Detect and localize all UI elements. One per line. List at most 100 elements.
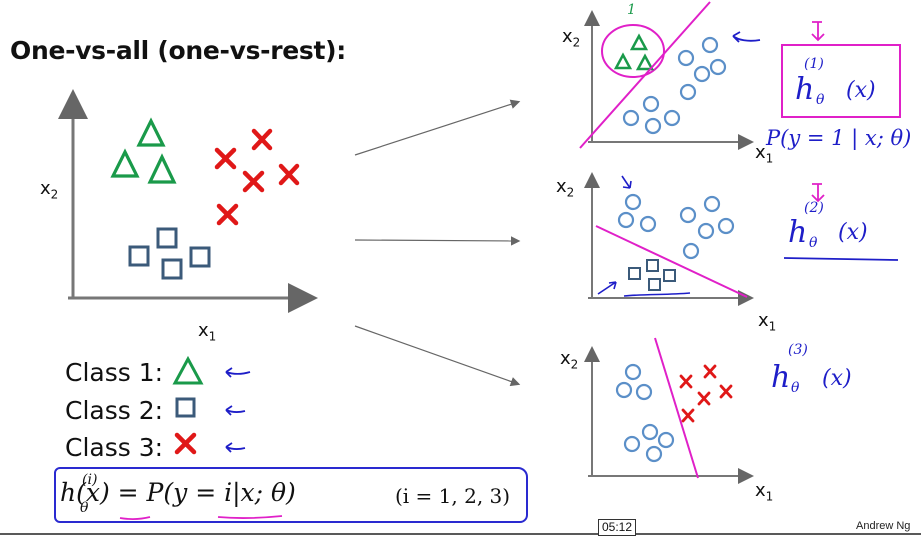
author-credit: Andrew Ng [856, 520, 911, 532]
panel1-hyp-arg: (x) [846, 78, 876, 103]
arrow-to-panel-2 [354, 236, 521, 246]
circle-point [697, 222, 715, 240]
video-timestamp: 05:12 [598, 519, 637, 536]
panel1-count-note: 1 [627, 2, 636, 18]
panel1-boundary [579, 1, 711, 149]
arrow-to-panel-3 [354, 325, 521, 387]
circle-point [641, 423, 659, 441]
main-y-label: x2 [40, 178, 59, 202]
panel3-hyp-h: h [771, 360, 791, 395]
formula-superscript: (i) [82, 472, 98, 488]
legend-class-3: Class 3: [65, 433, 164, 462]
pointer-arrow-icon [732, 31, 761, 43]
cross-point [703, 364, 717, 379]
formula-main: h(x) = P(y = i|x; θ) [60, 478, 296, 507]
panel1-hyp-sup: (1) [804, 56, 824, 72]
panel1-hyp-theta: θ [816, 92, 825, 108]
formula-underline [119, 516, 151, 520]
main-crosses [214, 128, 300, 226]
panel2-hyp-sup: (2) [804, 200, 824, 216]
panel-3 [584, 337, 754, 484]
square-point [648, 278, 661, 291]
square-point [189, 246, 211, 268]
square-point [128, 245, 150, 267]
circle-point [642, 95, 660, 113]
panel1-x-label: x1 [755, 142, 774, 166]
panel3-boundary [654, 337, 699, 479]
formula-subscript: θ [80, 500, 89, 516]
cross-point [278, 163, 300, 186]
circle-point [639, 215, 657, 233]
square-point [663, 269, 676, 282]
circle-point [679, 206, 697, 224]
triangle-point [110, 148, 140, 178]
panel1-prob-note: P(y = 1 | x; θ) [766, 126, 912, 150]
hypothesis-marker-icon [811, 21, 825, 42]
panel2-boundary [595, 225, 748, 298]
main-squares [128, 227, 211, 280]
hypothesis-marker-icon [811, 183, 825, 203]
circle-point [663, 109, 681, 127]
formula-underline [217, 515, 283, 519]
formula-indices: (i = 1, 2, 3) [395, 484, 511, 508]
cross-point [679, 374, 693, 389]
formula-box [54, 467, 528, 523]
panel1-y-label: x2 [562, 26, 581, 50]
panel1-class-circle [601, 24, 665, 78]
panel1-hypothesis-box [781, 44, 901, 118]
triangle-point [147, 153, 177, 184]
triangle-point [613, 52, 633, 70]
cross-point [242, 170, 265, 193]
circle-point [645, 445, 663, 463]
arrow-to-panel-1 [354, 99, 521, 156]
panel2-x-label: x1 [758, 310, 777, 334]
panel2-hyp-h: h [788, 215, 808, 250]
circle-point [615, 381, 633, 399]
cross-point [681, 408, 695, 423]
circle-point [622, 109, 640, 127]
slide-title: One-vs-all (one-vs-rest): [10, 36, 346, 65]
main-plot [58, 89, 318, 313]
legend-arrow-icon [225, 367, 251, 378]
panel-2 [584, 172, 899, 306]
square-point [156, 227, 178, 249]
square-point [161, 258, 183, 280]
cross-point [719, 384, 733, 399]
circle-point [624, 193, 642, 211]
panel2-hyp-arg: (x) [838, 220, 868, 245]
square-point [646, 259, 659, 272]
pointer-arrow-icon [621, 175, 632, 189]
circle-point [703, 195, 721, 213]
legend-symbols [172, 355, 251, 455]
main-triangles [110, 117, 177, 184]
underline-mark [623, 292, 691, 297]
panel3-hyp-arg: (x) [822, 366, 852, 391]
circle-point [624, 363, 642, 381]
connector-arrows [354, 99, 521, 387]
legend-class-2: Class 2: [65, 396, 164, 425]
panel-1 [579, 1, 901, 150]
circle-point [701, 36, 719, 54]
circle-point [679, 83, 697, 101]
circle-point [644, 117, 662, 135]
square-point [628, 267, 641, 280]
cross-point [216, 203, 239, 226]
legend-arrow-icon [225, 442, 246, 453]
pointer-arrow-icon [597, 281, 617, 295]
panel3-y-label: x2 [560, 348, 579, 372]
legend-cross-icon [174, 432, 197, 455]
panel3-x-label: x1 [755, 480, 774, 504]
circle-point [657, 431, 675, 449]
circle-point [717, 217, 735, 235]
panel3-hyp-sup: (3) [788, 342, 808, 358]
legend-arrow-icon [225, 405, 246, 416]
legend-square-icon [175, 397, 196, 418]
cross-point [214, 147, 237, 170]
formula-body: h(x) = P(y = i|x; θ) [60, 478, 296, 507]
circle-point [677, 49, 695, 67]
legend-triangle-icon [172, 355, 204, 385]
panel2-hyp-theta: θ [809, 235, 818, 251]
triangle-point [635, 53, 655, 71]
cross-point [251, 128, 273, 151]
